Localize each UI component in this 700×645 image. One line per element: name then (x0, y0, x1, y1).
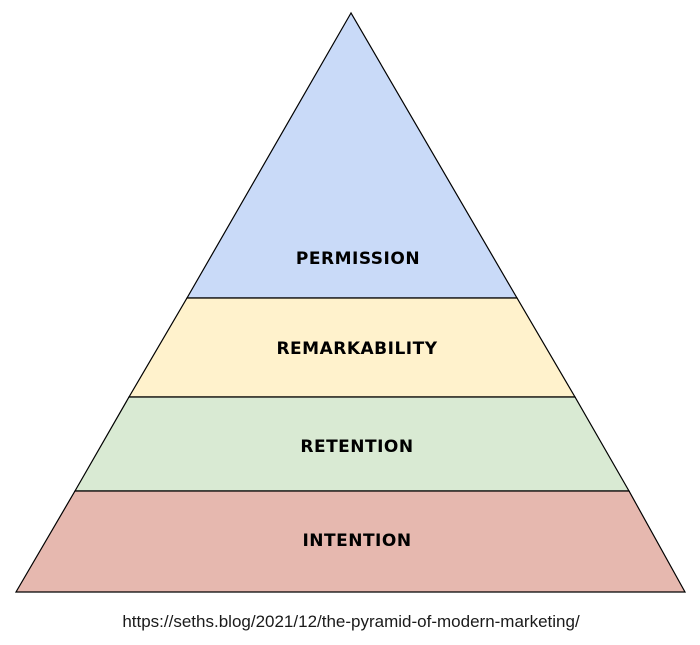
tier-label-remarkability: REMARKABILITY (276, 339, 437, 359)
tier-intention (14, 490, 687, 593)
tier-label-intention: INTENTION (302, 531, 411, 551)
tier-label-permission: PERMISSION (296, 249, 420, 269)
tier-label-retention: RETENTION (300, 437, 413, 457)
source-url: https://seths.blog/2021/12/the-pyramid-o… (122, 612, 580, 631)
